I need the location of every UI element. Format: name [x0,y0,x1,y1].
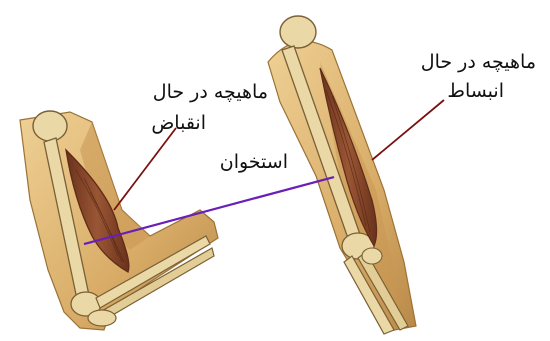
contracted-muscle-label-line1: ماهیچه در حال [153,81,268,103]
relaxed-muscle-pointer-line [372,100,444,160]
straight-arm-illustration [268,16,416,334]
relaxed-muscle-label-line2: انبساط [447,80,504,102]
contracted-muscle-pointer-line [114,128,176,210]
contracted-muscle-label-line2: انقباض [151,112,206,134]
bent-arm-illustration [20,111,218,330]
bone-label: استخوان [220,151,288,173]
relaxed-muscle-label-line1: ماهیچه در حال [421,51,536,73]
